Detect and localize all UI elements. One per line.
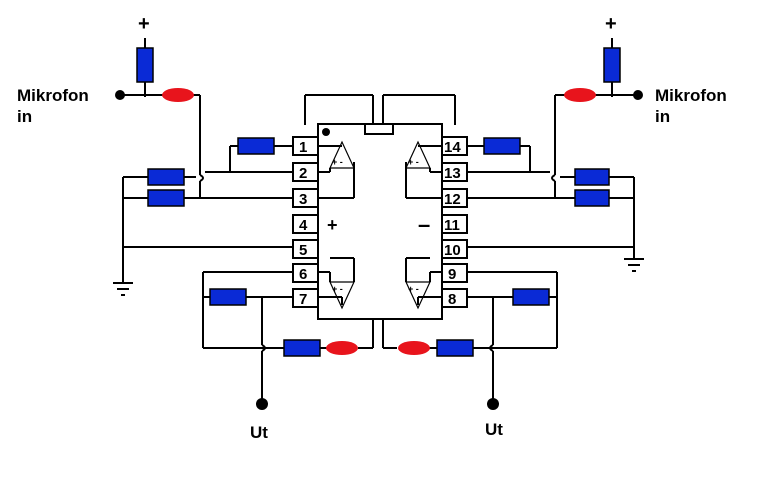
resistor-left-a [147, 168, 185, 186]
pins-left: 1 2 3 4 5 6 7 [292, 136, 319, 308]
mic-in-label-left-2: in [17, 107, 32, 126]
capacitors [162, 88, 596, 355]
pin-label: 6 [299, 266, 307, 283]
svg-text:+ -: + - [332, 284, 343, 294]
capacitor-mic-left [162, 88, 194, 102]
pin-label: 9 [448, 266, 456, 283]
pin-label: 1 [299, 139, 307, 156]
opamp-3 [405, 140, 431, 169]
mic-in-terminal-left [115, 90, 125, 100]
pin-label: 2 [299, 165, 307, 182]
ic-minus-sign: – [418, 212, 430, 237]
capacitor-out-left [326, 341, 358, 355]
supply-plus-left: + [138, 13, 150, 35]
resistor-supply-left [136, 47, 154, 83]
resistor-right-a [574, 168, 610, 186]
mic-in-label-right-2: in [655, 107, 670, 126]
mic-in-terminal-right [633, 90, 643, 100]
ic-pin1-dot [322, 128, 330, 136]
pins-right: 14 13 12 11 10 9 8 [441, 136, 468, 308]
resistor-out-right [436, 339, 474, 357]
supply-plus-right: + [605, 13, 617, 35]
ic-chip: + - + - + - + - + – [317, 123, 443, 320]
mic-in-label-left: Mikrofon [17, 86, 89, 105]
labels: + + Mikrofon in Mikrofon in Ut Ut [17, 13, 727, 442]
svg-text:+ -: + - [408, 284, 419, 294]
ic-notch [364, 123, 394, 135]
resistor-pin14-right [483, 137, 521, 155]
ground-symbol-right [624, 258, 644, 272]
ic-plus-sign: + [327, 215, 338, 235]
resistor-out-left [283, 339, 321, 357]
resistor-left-b [147, 189, 185, 207]
pin-label: 13 [444, 165, 461, 182]
pin-label: 14 [444, 139, 461, 156]
out-terminal-right [487, 398, 499, 410]
opamp-2 [329, 281, 355, 310]
resistor-pin1-left [237, 137, 275, 155]
resistor-right-b [574, 189, 610, 207]
mic-in-label-right: Mikrofon [655, 86, 727, 105]
pin-label: 12 [444, 191, 461, 208]
capacitor-mic-right [564, 88, 596, 102]
pin-label: 4 [299, 217, 308, 234]
resistor-pin7-left [209, 288, 247, 306]
opamp-4 [405, 281, 431, 310]
opamp-1 [329, 140, 355, 169]
resistor-supply-right [603, 47, 621, 83]
resistors [136, 47, 621, 357]
svg-text:+ -: + - [408, 157, 419, 167]
svg-text:+ -: + - [332, 157, 343, 167]
pin-label: 5 [299, 242, 307, 259]
out-label-left: Ut [250, 423, 268, 442]
capacitor-out-right [398, 341, 430, 355]
out-label-right: Ut [485, 420, 503, 439]
out-terminal-left [256, 398, 268, 410]
pin-label: 8 [448, 291, 456, 308]
ground-symbol-left [113, 282, 133, 296]
resistor-pin8-right [512, 288, 550, 306]
pin-label: 7 [299, 291, 307, 308]
pin-label: 3 [299, 191, 307, 208]
pin-label: 10 [444, 242, 461, 259]
pin-label: 11 [444, 217, 460, 234]
terminals [115, 90, 643, 410]
